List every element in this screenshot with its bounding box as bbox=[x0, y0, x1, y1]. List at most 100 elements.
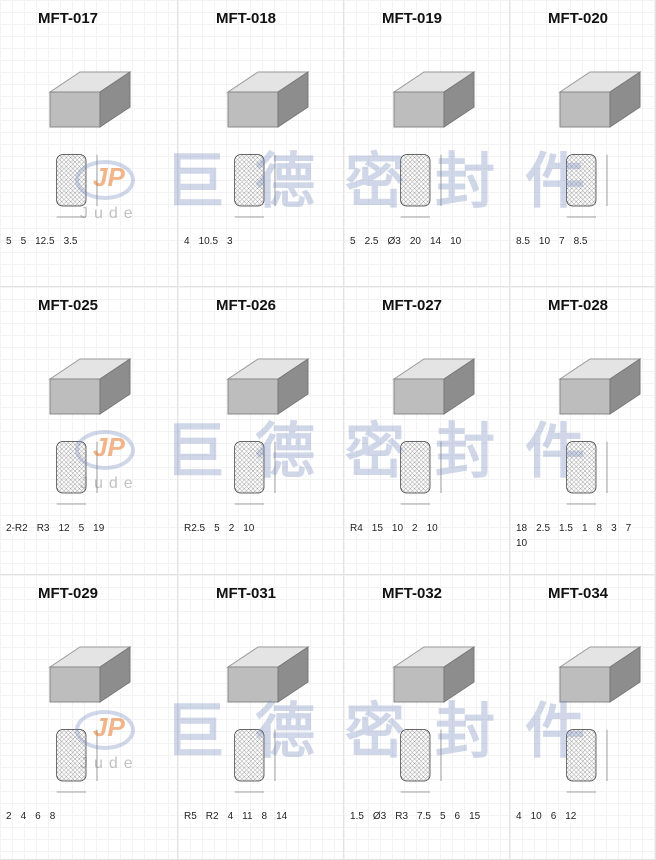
dimension-label: Ø3 bbox=[372, 811, 387, 823]
watermark-latin: Jude bbox=[80, 475, 139, 492]
dimension-label: R2 bbox=[205, 811, 219, 823]
product-code: MFT-026 bbox=[216, 297, 277, 314]
profile-drawing bbox=[566, 154, 608, 218]
dimension-label: 19 bbox=[93, 523, 105, 535]
dimension-label: 1.5 bbox=[350, 811, 364, 823]
profile-drawing bbox=[56, 441, 98, 505]
dimension-label: 4 bbox=[516, 811, 522, 823]
product-code: MFT-017 bbox=[38, 10, 99, 27]
dimension-list: 2-R2 R3 12 5 19 bbox=[6, 523, 171, 535]
dimension-label: 10 bbox=[516, 538, 528, 550]
dimension-label: 10 bbox=[450, 236, 462, 248]
dimension-label: 5 bbox=[214, 523, 220, 535]
dimension-label: 10 bbox=[426, 523, 438, 535]
product-code: MFT-028 bbox=[548, 297, 609, 314]
dimension-label: 2 bbox=[6, 811, 12, 823]
dimension-label: 4 bbox=[20, 811, 27, 823]
dimension-label: 3 bbox=[227, 236, 233, 248]
profile-drawing bbox=[400, 729, 442, 793]
product-3d-render bbox=[392, 646, 476, 703]
product-code: MFT-031 bbox=[216, 585, 277, 602]
dimension-label: 8.5 bbox=[573, 236, 588, 248]
profile-drawing bbox=[234, 729, 276, 793]
product-3d-render bbox=[226, 358, 310, 415]
dimension-label: R3 bbox=[36, 523, 50, 535]
dimension-label: 11 bbox=[242, 811, 253, 823]
dimension-label: 5 bbox=[6, 236, 12, 248]
dimension-label: 10 bbox=[243, 523, 255, 535]
dimension-label: 2-R2 bbox=[6, 523, 28, 535]
product-code: MFT-034 bbox=[548, 585, 609, 602]
product-code: MFT-025 bbox=[38, 297, 99, 314]
dimension-label: 6 bbox=[35, 811, 41, 823]
dimension-label: 12 bbox=[58, 523, 70, 535]
product-3d-render bbox=[558, 71, 642, 128]
dimension-label: 1.5 bbox=[559, 523, 573, 535]
dimension-label: 10 bbox=[391, 523, 404, 535]
dimension-label: 5 bbox=[439, 811, 446, 823]
product-3d-render bbox=[558, 646, 642, 703]
dimension-label: 6 bbox=[550, 811, 557, 823]
profile-drawing bbox=[56, 154, 98, 218]
profile-drawing bbox=[566, 729, 608, 793]
product-code: MFT-020 bbox=[548, 10, 609, 27]
dimension-label: 2 bbox=[412, 523, 418, 535]
dimension-label: 14 bbox=[429, 236, 442, 248]
product-3d-render bbox=[48, 358, 132, 415]
product-code: MFT-032 bbox=[382, 585, 443, 602]
dimension-label: R4 bbox=[350, 523, 363, 535]
product-3d-render bbox=[226, 646, 310, 703]
watermark-latin: Jude bbox=[80, 205, 139, 222]
dimension-label: 7 bbox=[559, 236, 565, 248]
dimension-label: 12.5 bbox=[35, 236, 55, 248]
dimension-label: 10 bbox=[530, 811, 542, 823]
dimension-label: 7 bbox=[625, 523, 632, 535]
dimension-label: 7.5 bbox=[417, 811, 431, 823]
product-3d-render bbox=[48, 646, 132, 703]
profile-drawing bbox=[400, 441, 442, 505]
dimension-label: 3.5 bbox=[63, 236, 78, 248]
profile-drawing bbox=[234, 441, 276, 505]
dimension-label: R3 bbox=[395, 811, 409, 823]
dimension-label: 10.5 bbox=[198, 236, 219, 248]
dimension-label: 6 bbox=[454, 811, 461, 823]
dimension-label: 2.5 bbox=[536, 523, 551, 535]
dimension-label: 5 bbox=[78, 523, 85, 535]
product-3d-render bbox=[392, 358, 476, 415]
dimension-label: Ø3 bbox=[387, 236, 401, 248]
product-card: MFT-025 2-R2 R3 12 5 19 bbox=[0, 287, 178, 575]
product-code: MFT-019 bbox=[382, 10, 443, 27]
dimension-label: 8 bbox=[261, 811, 268, 823]
dimension-label: 5 bbox=[350, 236, 356, 248]
profile-drawing bbox=[234, 154, 276, 218]
dimension-label: 3 bbox=[611, 523, 617, 535]
dimension-label: 10 bbox=[538, 236, 551, 248]
profile-drawing bbox=[566, 441, 608, 505]
dimension-label: 2 bbox=[228, 523, 235, 535]
dimension-label: R5 bbox=[184, 811, 197, 823]
profile-drawing bbox=[56, 729, 98, 793]
dimension-label: 15 bbox=[469, 811, 481, 823]
product-code: MFT-018 bbox=[216, 10, 277, 27]
dimension-label: 2.5 bbox=[364, 236, 379, 248]
